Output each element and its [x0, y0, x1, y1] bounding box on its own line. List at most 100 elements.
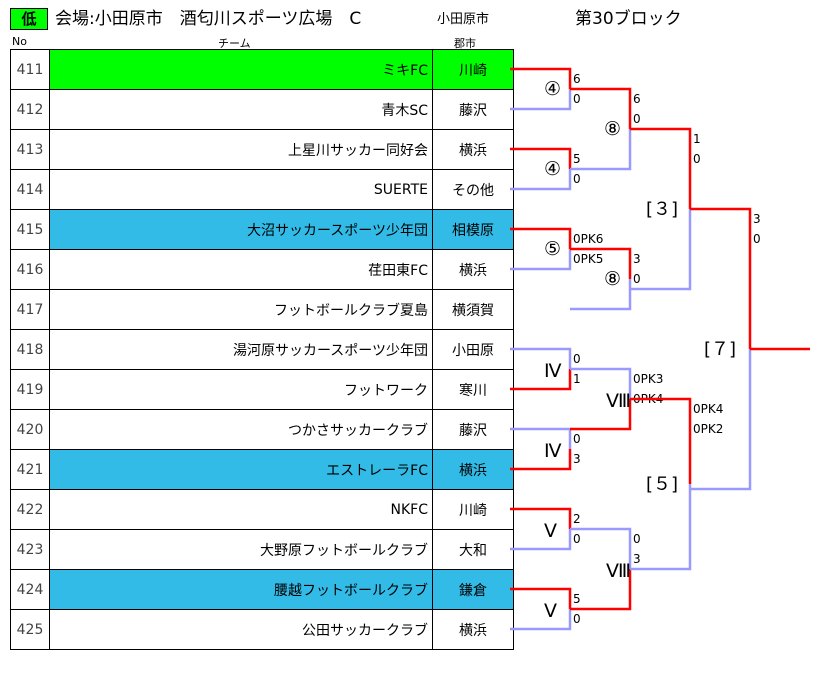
match-score: 0	[633, 112, 641, 126]
bracket-line	[570, 129, 632, 171]
team-name: SUERTE	[49, 169, 433, 210]
bracket-line	[510, 147, 572, 169]
team-no: 422	[10, 489, 50, 530]
bracket-line	[630, 209, 692, 291]
team-city: 鎌倉	[432, 569, 514, 610]
match-score: 5	[573, 592, 581, 606]
team-no: 419	[10, 369, 50, 410]
bracket-line	[510, 347, 572, 369]
bracket-line	[510, 609, 572, 631]
team-no: 417	[10, 289, 50, 330]
team-name: NKFC	[49, 489, 433, 530]
match-label: [３]	[646, 199, 678, 220]
bracket-line	[630, 397, 692, 484]
match-score: 6	[633, 92, 641, 106]
team-city: 横浜	[432, 609, 514, 650]
match-score: 1	[573, 372, 581, 386]
bracket-line	[690, 349, 752, 491]
match-label: Ⅷ	[606, 560, 631, 582]
match-label: ④	[544, 158, 561, 180]
column-header-team: チーム	[218, 37, 251, 50]
match-score: 0PK2	[693, 422, 723, 436]
team-city: 横浜	[432, 449, 514, 490]
match-score: 2	[573, 512, 581, 526]
bracket-line	[570, 87, 632, 129]
bracket-line	[510, 529, 572, 551]
team-city: 横浜	[432, 129, 514, 170]
bracket-line	[510, 169, 572, 191]
match-label: [７]	[704, 339, 736, 360]
match-score: 3	[633, 552, 641, 566]
column-header-city: 郡市	[454, 37, 476, 50]
team-name: 青木SC	[49, 89, 433, 130]
bracket-line	[510, 249, 572, 271]
bracket-line	[510, 227, 572, 249]
match-score: 0PK3	[633, 372, 663, 386]
bracket-line	[510, 89, 572, 111]
bracket-line	[570, 527, 632, 569]
team-no: 416	[10, 249, 50, 290]
bracket-line	[570, 569, 632, 611]
bracket-line	[510, 449, 572, 471]
bracket-line	[510, 507, 572, 529]
match-score: 1	[693, 132, 701, 146]
team-city: 藤沢	[432, 89, 514, 130]
team-name: フットボールクラブ夏島	[49, 289, 433, 330]
team-name: 大沼サッカースポーツ少年団	[49, 209, 433, 250]
match-score: 3	[753, 212, 761, 226]
bracket-line	[630, 127, 692, 209]
match-label: ⑧	[604, 268, 621, 290]
level-badge: 低	[10, 8, 48, 30]
match-score: 0	[573, 532, 581, 546]
match-score: 0PK6	[573, 232, 603, 246]
team-no: 415	[10, 209, 50, 250]
match-label: Ⅷ	[606, 390, 631, 412]
match-label: Ⅳ	[544, 360, 562, 382]
team-no: 413	[10, 129, 50, 170]
team-no: 420	[10, 409, 50, 450]
team-no: 423	[10, 529, 50, 570]
team-name: 大野原フットボールクラブ	[49, 529, 433, 570]
bracket-line	[570, 399, 632, 431]
team-city: 横須賀	[432, 289, 514, 330]
team-no: 411	[10, 49, 50, 90]
match-score: 0	[753, 232, 761, 246]
team-name: 上星川サッカー同好会	[49, 129, 433, 170]
team-name: 腰越フットボールクラブ	[49, 569, 433, 610]
match-score: 0PK4	[693, 402, 723, 416]
match-score: 6	[573, 72, 581, 86]
match-score: 0	[573, 172, 581, 186]
team-name: エストレーラFC	[49, 449, 433, 490]
match-score: 0	[633, 272, 641, 286]
match-score: 5	[573, 152, 581, 166]
match-label: ④	[544, 78, 561, 100]
match-label: Ⅴ	[544, 600, 557, 622]
match-label: ⑤	[544, 238, 561, 260]
team-city: 藤沢	[432, 409, 514, 450]
match-score: 0PK5	[573, 252, 603, 266]
bracket-line	[510, 67, 572, 89]
match-score: 0	[693, 152, 701, 166]
venue-city-label: 小田原市	[437, 12, 490, 27]
team-city: 相模原	[432, 209, 514, 250]
bracket-line	[690, 207, 752, 349]
match-score: 0	[633, 532, 641, 546]
team-no: 414	[10, 169, 50, 210]
match-score: 0	[573, 92, 581, 106]
bracket-line	[630, 484, 692, 571]
bracket-line	[570, 247, 632, 279]
column-header-no: No	[12, 35, 27, 48]
